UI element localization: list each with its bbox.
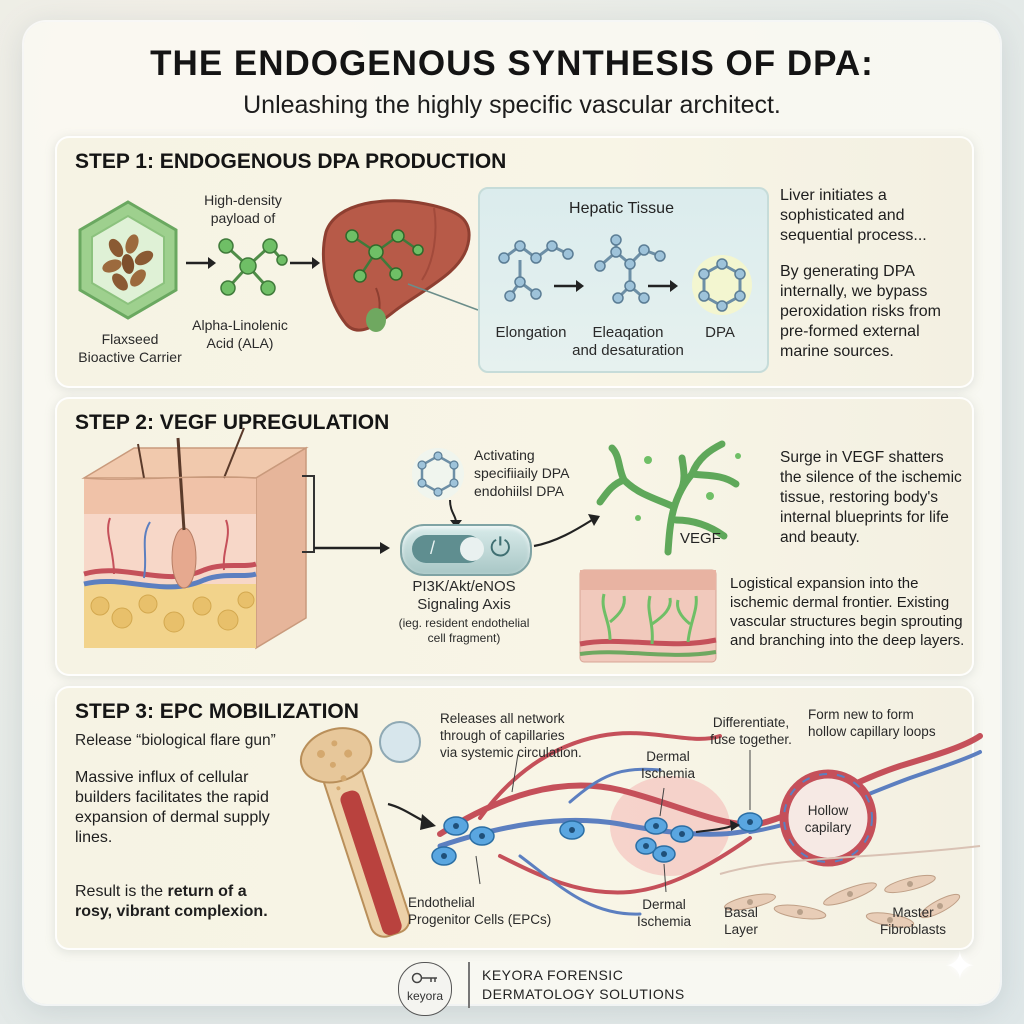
- page-title: THE ENDOGENOUS SYNTHESIS OF DPA:: [150, 44, 874, 83]
- step1-text-1: Liver initiates a sophisticated and sequ…: [780, 187, 927, 244]
- elongation-label: Elongation: [495, 324, 567, 341]
- ala-molecule-icon: [218, 238, 288, 296]
- flaxseed-icon: [78, 200, 178, 320]
- bracket-arrow: [302, 475, 390, 554]
- step1-text-2: By generating DPA internally, we bypass …: [780, 263, 941, 360]
- vegf-label: VEGF: [680, 530, 721, 547]
- liver-callout-line: [407, 283, 479, 311]
- dpa-label: DPA: [705, 324, 735, 341]
- step2-title: STEP 2: VEGF UPREGULATION: [75, 411, 390, 434]
- switch-track: /: [412, 535, 484, 563]
- epc-cells-icon: [431, 812, 763, 866]
- curved-arrow: [533, 514, 600, 548]
- elongation-molecule-icon: [498, 240, 574, 302]
- curved-arrow: [387, 802, 436, 830]
- vascular-network-illustration: [437, 731, 983, 928]
- page-subtitle: Unleashing the highly specific vascular …: [243, 91, 781, 119]
- dpa-molecule-icon: [412, 448, 464, 500]
- switch-on-mark: /: [430, 538, 436, 558]
- dpa-molecule-icon: [692, 255, 752, 315]
- arrow-icon: [186, 257, 216, 269]
- hepatic-title: Hepatic Tissue: [569, 200, 674, 217]
- skin-cross-section-illustration: [81, 427, 309, 650]
- step3-title: STEP 3: EPC MOBILIZATION: [75, 700, 359, 723]
- vegf-tree-icon: [596, 440, 741, 556]
- desaturation-molecule-icon: [594, 234, 666, 304]
- arrow-icon: [648, 280, 678, 292]
- power-icon: ⏻: [490, 532, 511, 562]
- arrow-icon: [290, 257, 320, 269]
- bone-marrow-illustration: [299, 721, 421, 938]
- arrow-icon: [554, 280, 584, 292]
- signaling-toggle-switch: / ⏻: [400, 524, 532, 576]
- capillary-sprouting-illustration: [579, 569, 717, 663]
- label-leader-lines: [475, 750, 751, 893]
- step3-text-1: Massive influx of cellular builders faci…: [75, 769, 270, 846]
- step1-title: STEP 1: ENDOGENOUS DPA PRODUCTION: [75, 150, 507, 173]
- differentiate-label: Differentiate,fuse together.: [710, 715, 792, 747]
- footer-divider: [468, 962, 470, 1008]
- liver-icon: [322, 199, 471, 332]
- step2-text-1: Surge in VEGF shatters the silence of th…: [780, 449, 962, 546]
- step2-text-2: Logistical expansion into the ischemic d…: [730, 575, 965, 649]
- keyora-logo: keyora: [398, 962, 452, 1016]
- key-icon: [411, 972, 437, 984]
- sparkle-icon: ✦: [944, 946, 976, 988]
- release-label: Release “biological flare gun”: [75, 732, 276, 749]
- switch-knob: [460, 537, 484, 561]
- logo-text: keyora: [406, 989, 444, 1003]
